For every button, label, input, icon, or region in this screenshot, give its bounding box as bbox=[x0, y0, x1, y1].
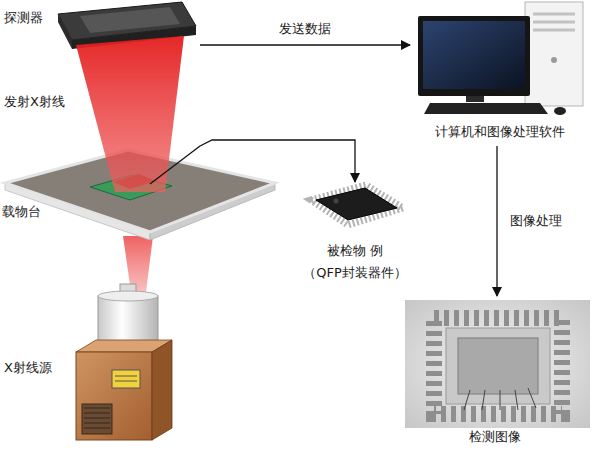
xray-source: X射线源 bbox=[0, 282, 180, 444]
xray-image-pins bbox=[434, 318, 562, 414]
inspected-part: 被检物 例（QFP封装器件） bbox=[290, 182, 420, 282]
leader-line bbox=[150, 146, 200, 184]
detector-side bbox=[58, 14, 72, 49]
edge-label: 图像处理 bbox=[510, 211, 562, 231]
computer: 计算机和图像处理软件 bbox=[410, 0, 590, 146]
node-caption: 载物台 bbox=[2, 202, 41, 222]
qfp-pins bbox=[311, 185, 403, 225]
pc-tower bbox=[525, 2, 583, 106]
source-box-front bbox=[76, 352, 152, 440]
xray-beam-upper bbox=[76, 36, 184, 192]
source-box-side bbox=[152, 340, 172, 440]
node-caption: 检测图像 bbox=[400, 427, 590, 447]
pc-power-button bbox=[551, 57, 557, 63]
monitor-frame bbox=[418, 16, 530, 96]
monitor-stand bbox=[466, 96, 484, 102]
source-cylinder-top bbox=[98, 291, 158, 301]
edge-label: 发送数据 bbox=[279, 19, 331, 39]
xray-image-bg bbox=[405, 300, 590, 428]
detection-image: 检测图像 bbox=[400, 296, 590, 454]
pc-drive-bays bbox=[533, 14, 575, 30]
node-caption: X射线源 bbox=[4, 358, 52, 378]
fan-slats bbox=[84, 408, 110, 428]
node-caption: 计算机和图像处理软件 bbox=[410, 122, 590, 142]
connector-arrow bbox=[200, 44, 410, 45]
xray-image-pad bbox=[446, 328, 550, 404]
beam-label: 发射X射线 bbox=[4, 92, 65, 112]
qfp-mark bbox=[334, 199, 339, 204]
node-caption: 探测器 bbox=[4, 8, 43, 28]
stage: 载物台 bbox=[0, 146, 280, 242]
monitor-screen bbox=[423, 21, 525, 89]
connector-arrow bbox=[200, 140, 355, 182]
node-caption: 被检物 例（QFP封装器件） bbox=[290, 240, 420, 284]
xray-image-die bbox=[458, 338, 538, 394]
mouse bbox=[554, 107, 566, 115]
bond-wires bbox=[464, 388, 536, 410]
keyboard bbox=[424, 103, 548, 114]
connector-arrow bbox=[496, 146, 497, 296]
detector: 探测器 bbox=[0, 0, 200, 58]
detector-panel bbox=[80, 7, 180, 33]
sticker-lines bbox=[115, 376, 137, 381]
warning-sticker bbox=[112, 370, 140, 388]
qfp-body bbox=[316, 188, 397, 220]
fan-grille bbox=[82, 404, 112, 434]
